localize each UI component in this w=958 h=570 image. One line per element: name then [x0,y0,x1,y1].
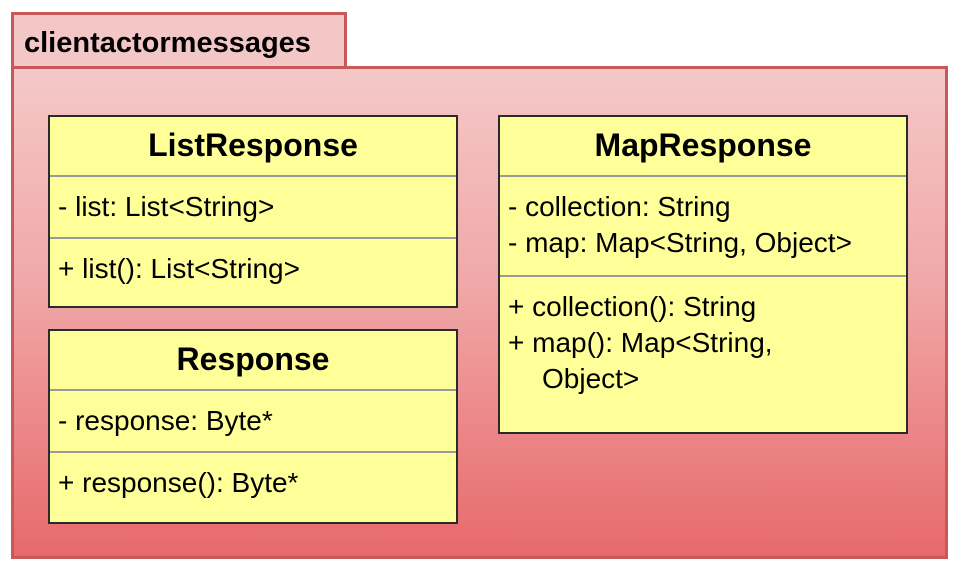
attribute-list: - list: List<String> [58,191,275,222]
class-map-response[interactable]: MapResponse - collection: String - map: … [498,115,908,434]
class-name: Response [176,341,330,377]
operations-compartment: + list(): List<String> [50,237,456,287]
operation-collection: + collection(): String [508,291,757,322]
package-tab: clientactormessages [11,12,347,66]
attribute-map: - map: Map<String, Object> [508,227,852,258]
class-name: MapResponse [594,127,812,163]
attribute-response: - response: Byte* [58,405,273,436]
operation-map-continued: Object> [542,363,640,394]
class-list-response[interactable]: ListResponse - list: List<String> + list… [48,115,458,308]
operation-response: + response(): Byte* [58,467,299,498]
attribute-collection: - collection: String [508,191,731,222]
operations-compartment: + collection(): String + map(): Map<Stri… [500,275,906,397]
attributes-compartment: - response: Byte* [50,389,456,451]
attributes-compartment: - collection: String - map: Map<String, … [500,175,906,275]
operations-compartment: + response(): Byte* [50,451,456,501]
attributes-compartment: - list: List<String> [50,175,456,237]
package-name: clientactormessages [24,27,311,59]
class-response[interactable]: Response - response: Byte* + response():… [48,329,458,524]
class-name: ListResponse [148,127,358,163]
operation-map: + map(): Map<String, [508,327,773,358]
operation-list: + list(): List<String> [58,253,300,284]
